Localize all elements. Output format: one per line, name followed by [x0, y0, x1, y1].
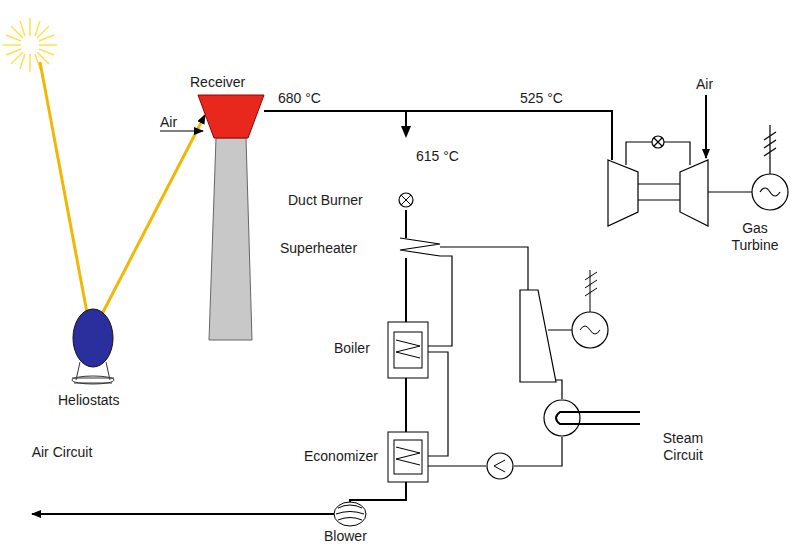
sun [3, 18, 57, 72]
section-label: Air Circuit [30, 444, 94, 461]
flow-arrow [401, 126, 411, 138]
component-label: Blower [324, 528, 367, 545]
temperature-label: 525 °C [520, 90, 563, 107]
section-label: Steam Circuit [648, 430, 718, 464]
economizer-box [388, 432, 428, 482]
pump [487, 453, 513, 479]
superheater-coil [400, 238, 440, 256]
boiler-box [388, 322, 428, 378]
gas-turbine-symbol [608, 125, 788, 226]
sun-beam [40, 62, 88, 318]
flow-label: Air [696, 76, 713, 93]
air-piping [264, 111, 612, 514]
component-label: Economizer [304, 448, 378, 465]
temperature-label: 615 °C [416, 148, 459, 165]
flow-label: Air [160, 114, 177, 131]
shaft [548, 330, 572, 331]
air-inlet [160, 130, 203, 131]
heliostat [72, 309, 114, 384]
component-label: Superheater [280, 240, 357, 257]
component-label: Receiver [190, 74, 245, 91]
tower [209, 138, 252, 340]
component-label: Duct Burner [288, 192, 363, 209]
component-label: Gas Turbine [720, 220, 790, 254]
air-outlet [32, 513, 334, 515]
reflected-beam [100, 115, 205, 318]
temperature-label: 680 °C [278, 90, 321, 107]
steam-piping [428, 247, 562, 466]
generator [572, 312, 608, 348]
component-label: Heliostats [58, 392, 119, 409]
condenser [544, 400, 580, 436]
duct-burner-symbol [399, 193, 413, 207]
steam-turbine [520, 290, 556, 382]
air-inlet [705, 95, 707, 158]
component-label: Boiler [334, 340, 370, 357]
blower [334, 502, 366, 526]
receiver [198, 95, 264, 138]
